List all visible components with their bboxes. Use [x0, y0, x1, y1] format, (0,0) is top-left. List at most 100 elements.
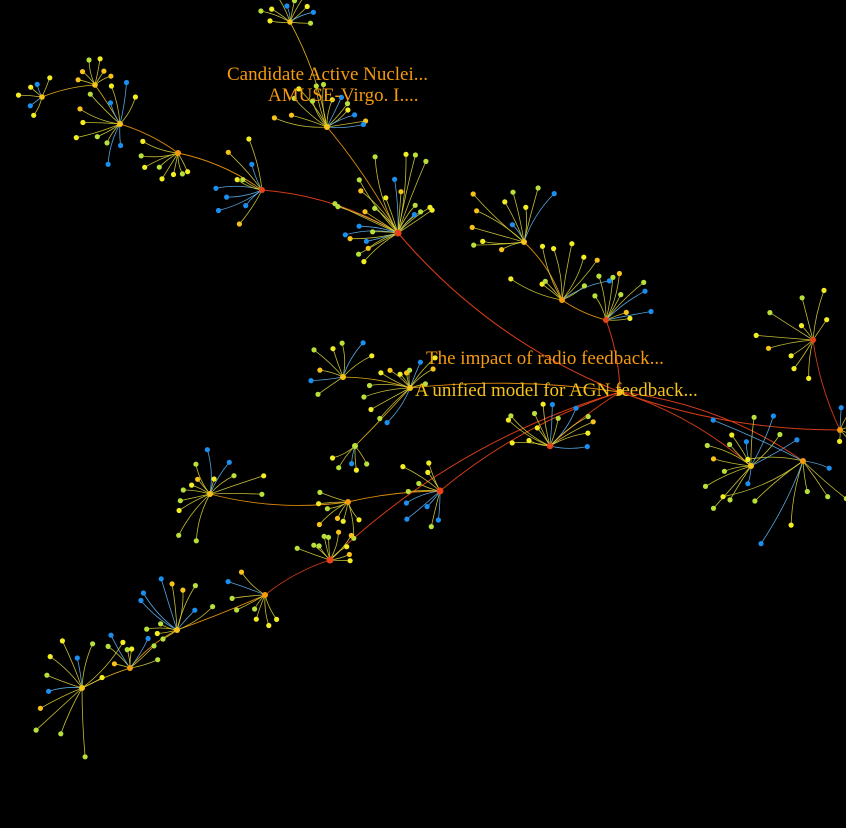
- graph-node[interactable]: [329, 455, 336, 461]
- graph-node[interactable]: [353, 467, 359, 473]
- graph-node[interactable]: [213, 185, 219, 191]
- graph-node[interactable]: [430, 366, 436, 372]
- graph-node[interactable]: [326, 556, 334, 564]
- graph-node[interactable]: [623, 309, 629, 315]
- graph-node[interactable]: [361, 259, 367, 265]
- graph-node[interactable]: [347, 558, 353, 564]
- graph-node[interactable]: [204, 447, 210, 453]
- graph-node[interactable]: [509, 222, 515, 228]
- graph-node[interactable]: [590, 419, 596, 425]
- graph-node[interactable]: [307, 20, 314, 26]
- graph-node[interactable]: [499, 247, 505, 253]
- graph-node[interactable]: [407, 367, 413, 373]
- graph-node[interactable]: [151, 643, 157, 649]
- graph-node[interactable]: [549, 401, 556, 408]
- graph-node[interactable]: [365, 245, 371, 251]
- graph-node[interactable]: [394, 229, 402, 237]
- graph-node[interactable]: [573, 405, 579, 411]
- graph-node[interactable]: [425, 469, 431, 475]
- graph-node[interactable]: [470, 191, 476, 197]
- graph-node[interactable]: [144, 626, 150, 632]
- graph-node[interactable]: [75, 77, 81, 83]
- graph-node[interactable]: [79, 685, 85, 691]
- graph-node[interactable]: [284, 3, 290, 9]
- graph-node[interactable]: [44, 672, 50, 678]
- graph-node[interactable]: [837, 438, 843, 444]
- graph-node[interactable]: [267, 18, 273, 24]
- graph-node[interactable]: [710, 417, 716, 423]
- graph-node[interactable]: [610, 274, 616, 280]
- graph-node[interactable]: [745, 481, 751, 487]
- graph-node[interactable]: [288, 112, 295, 118]
- graph-node[interactable]: [370, 229, 376, 235]
- graph-node[interactable]: [398, 189, 404, 195]
- graph-node[interactable]: [79, 69, 86, 75]
- graph-node[interactable]: [324, 124, 330, 130]
- graph-node[interactable]: [97, 56, 103, 62]
- graph-node[interactable]: [585, 413, 591, 420]
- graph-node[interactable]: [211, 476, 217, 482]
- graph-node[interactable]: [304, 3, 310, 10]
- graph-node[interactable]: [642, 288, 648, 294]
- graph-node[interactable]: [108, 632, 114, 638]
- graph-node[interactable]: [432, 355, 438, 361]
- graph-node[interactable]: [140, 590, 146, 596]
- graph-node[interactable]: [108, 83, 114, 89]
- graph-node[interactable]: [344, 544, 350, 550]
- graph-node[interactable]: [296, 86, 302, 92]
- graph-node[interactable]: [240, 177, 246, 183]
- graph-node[interactable]: [358, 188, 364, 194]
- graph-node[interactable]: [179, 171, 185, 177]
- graph-node[interactable]: [342, 232, 348, 238]
- graph-node[interactable]: [140, 138, 146, 144]
- graph-node[interactable]: [384, 420, 390, 426]
- graph-node[interactable]: [47, 75, 53, 81]
- graph-node[interactable]: [340, 518, 346, 524]
- graph-node[interactable]: [508, 413, 514, 419]
- graph-node[interactable]: [334, 515, 341, 522]
- graph-node[interactable]: [195, 476, 201, 482]
- graph-node[interactable]: [362, 209, 368, 215]
- graph-node[interactable]: [397, 371, 403, 377]
- graph-node[interactable]: [765, 345, 772, 351]
- graph-node[interactable]: [788, 522, 794, 528]
- graph-node[interactable]: [340, 374, 346, 380]
- graph-node[interactable]: [411, 212, 417, 218]
- graph-node[interactable]: [252, 606, 258, 612]
- graph-node[interactable]: [261, 473, 267, 479]
- graph-node[interactable]: [310, 9, 316, 15]
- graph-node[interactable]: [158, 576, 164, 582]
- graph-node[interactable]: [559, 297, 565, 303]
- graph-node[interactable]: [356, 223, 362, 229]
- graph-node[interactable]: [215, 207, 222, 214]
- graph-node[interactable]: [262, 592, 268, 598]
- graph-node[interactable]: [606, 278, 613, 284]
- graph-node[interactable]: [758, 541, 764, 547]
- graph-node[interactable]: [584, 444, 590, 450]
- graph-node[interactable]: [338, 94, 344, 100]
- graph-node[interactable]: [225, 149, 231, 155]
- graph-node[interactable]: [627, 315, 633, 321]
- graph-node[interactable]: [372, 205, 378, 211]
- graph-node[interactable]: [320, 81, 327, 88]
- graph-node[interactable]: [383, 195, 389, 201]
- graph-node[interactable]: [291, 0, 298, 4]
- graph-node[interactable]: [158, 621, 164, 627]
- graph-node[interactable]: [770, 413, 777, 419]
- graph-node[interactable]: [821, 287, 827, 293]
- graph-node[interactable]: [745, 456, 751, 462]
- graph-node[interactable]: [316, 521, 322, 528]
- graph-node[interactable]: [535, 185, 541, 191]
- graph-node[interactable]: [317, 367, 323, 373]
- graph-node[interactable]: [120, 639, 126, 646]
- graph-node[interactable]: [138, 153, 144, 159]
- graph-node[interactable]: [316, 501, 322, 507]
- graph-node[interactable]: [542, 278, 548, 284]
- graph-node[interactable]: [82, 754, 88, 760]
- graph-node[interactable]: [510, 189, 516, 195]
- graph-node[interactable]: [258, 8, 264, 14]
- graph-node[interactable]: [403, 151, 409, 157]
- graph-node[interactable]: [28, 84, 34, 90]
- graph-node[interactable]: [101, 68, 107, 74]
- graph-node[interactable]: [361, 394, 367, 400]
